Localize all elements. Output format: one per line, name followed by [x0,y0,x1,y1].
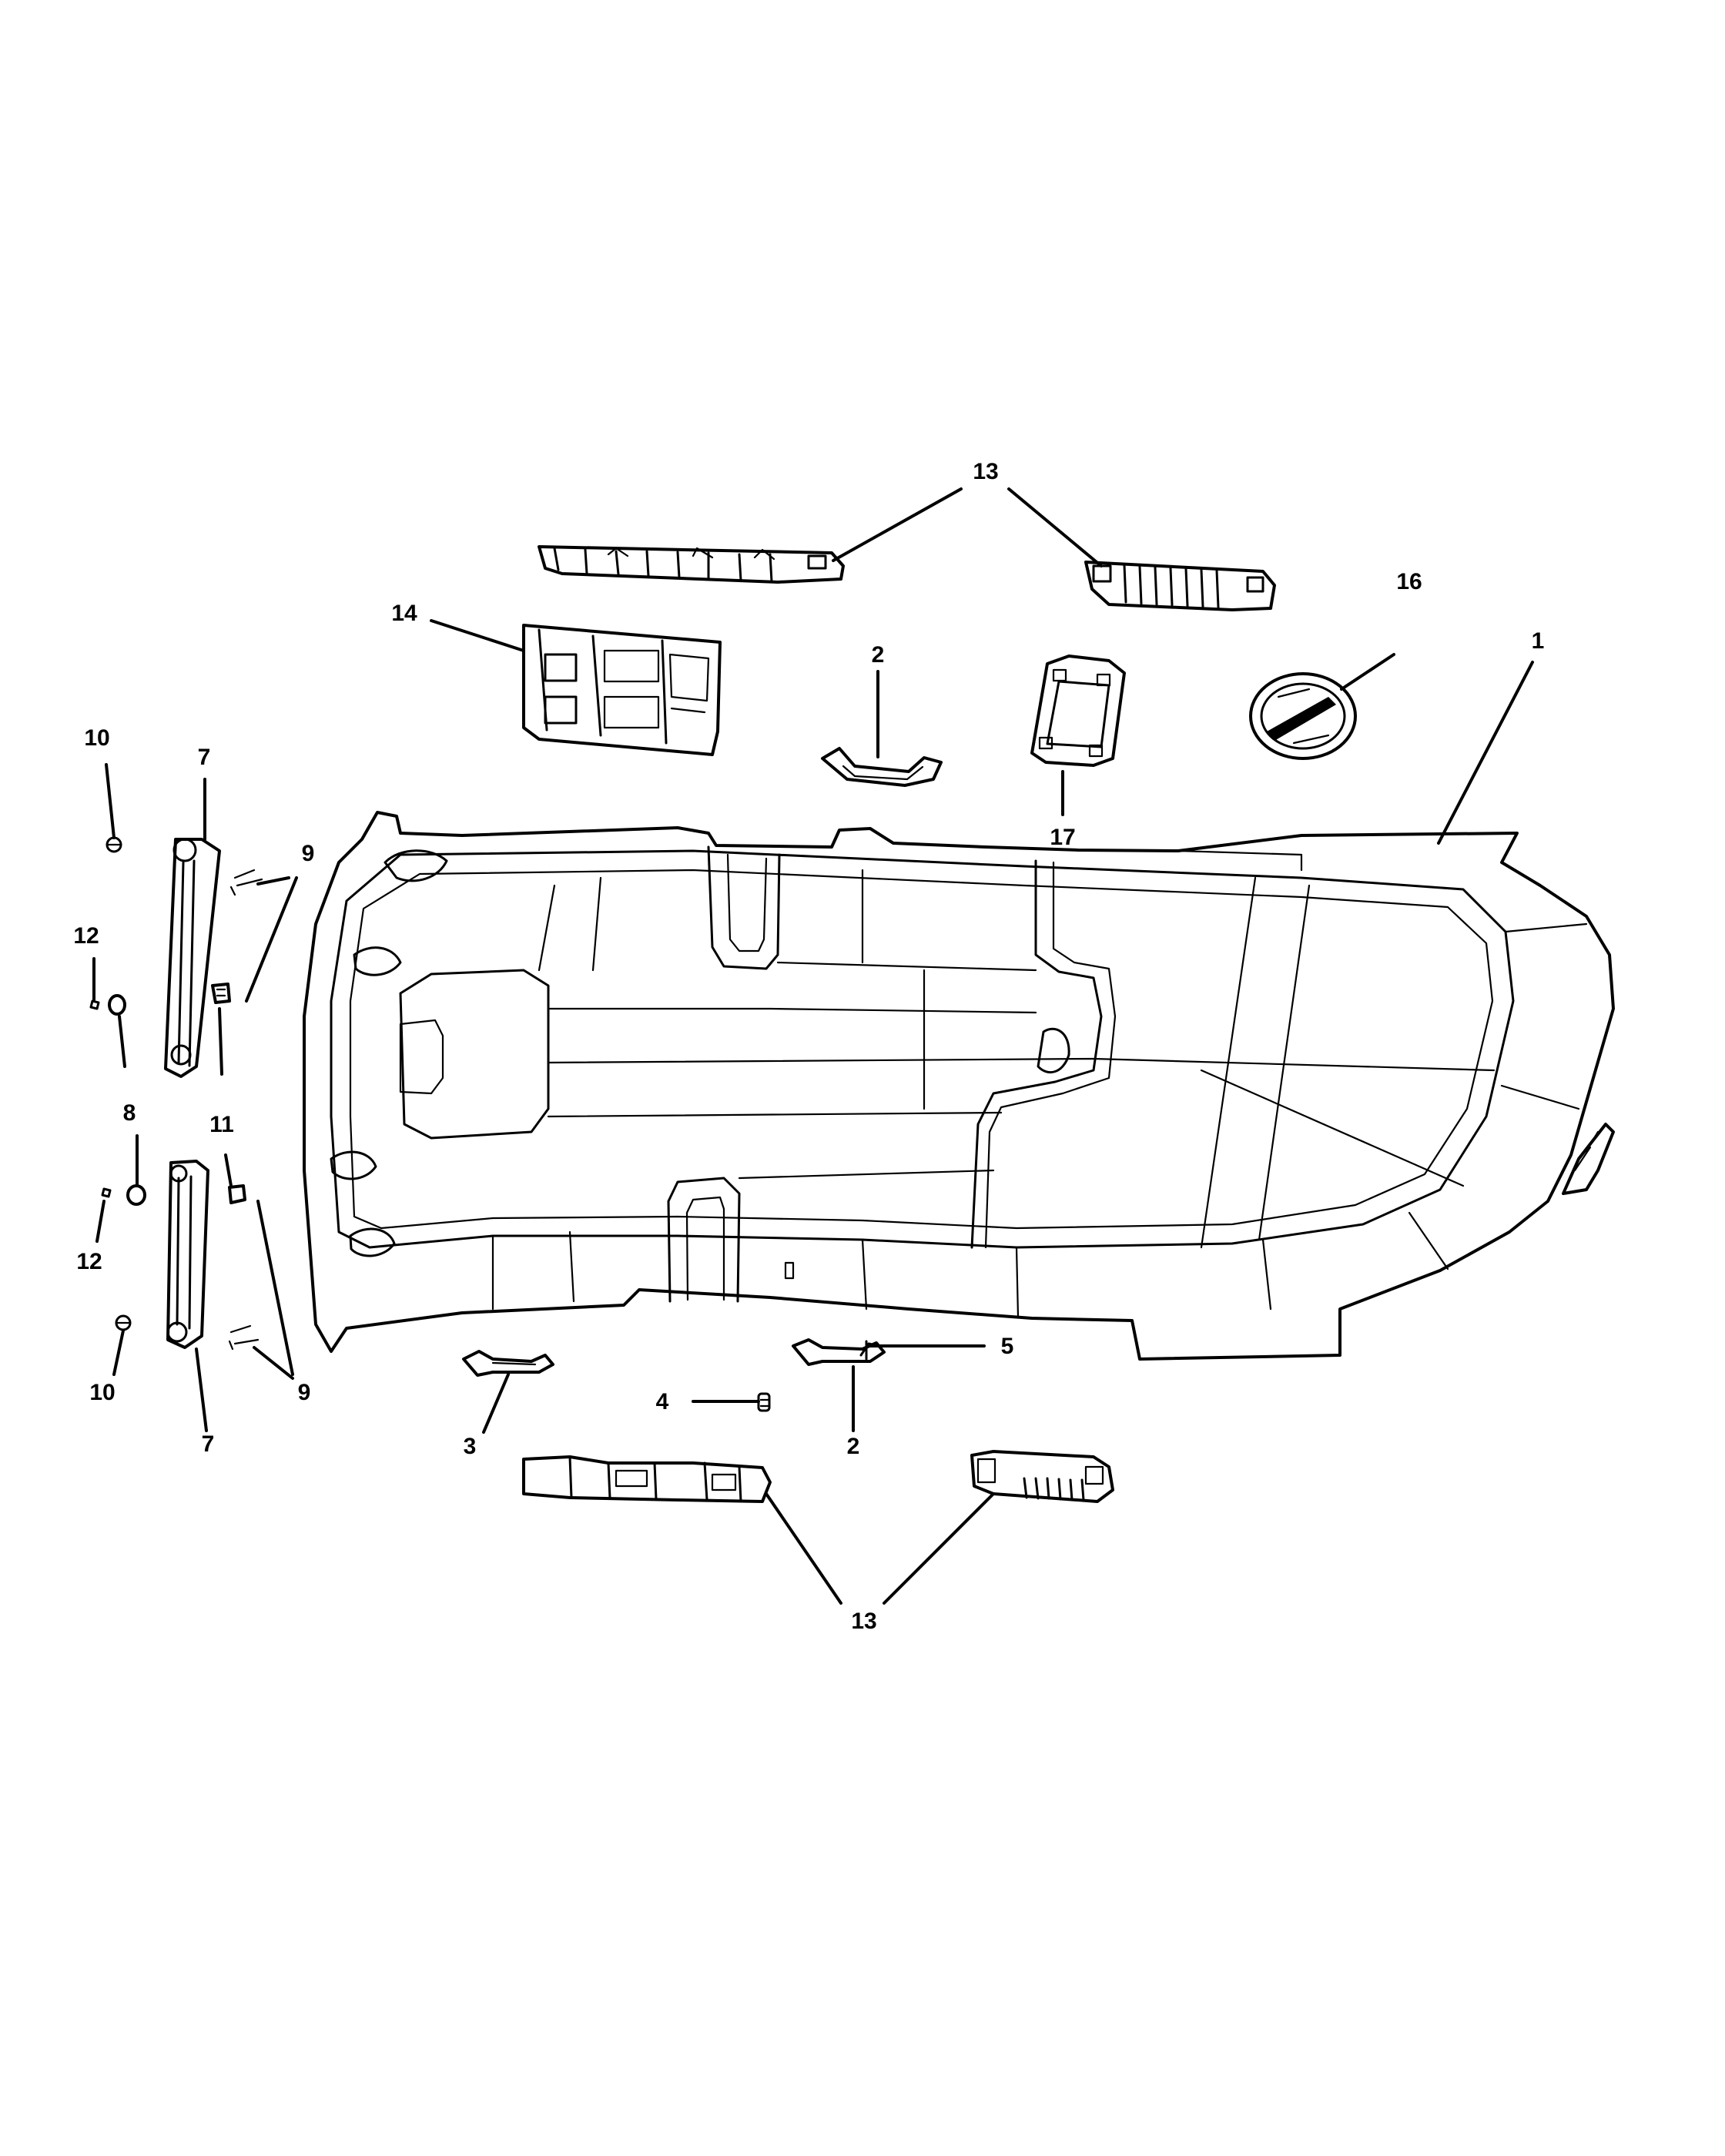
screw-10-lower [115,1314,132,1331]
grab-handle-upper [821,747,943,787]
visor-clip-lower [228,1184,246,1204]
screw-10-upper [106,836,122,853]
trim-rail-top-left [538,545,845,584]
screw-12-upper [89,999,100,1010]
leader-lines [92,487,1534,1605]
callout-17: 17 [1050,825,1075,850]
overhead-console [522,624,722,756]
screws-9-upper [229,869,263,896]
trim-rail-bottom-left [522,1455,772,1503]
callout-2-top: 2 [872,642,885,668]
callout-13-top: 13 [973,459,998,484]
pad-8-lower [126,1184,146,1206]
callout-labels: 13 14 2 16 1 17 10 7 9 12 8 11 12 10 9 7… [73,459,1544,1634]
callout-12-bottom: 12 [76,1249,102,1274]
screw-12-lower [101,1187,112,1198]
callout-2-bottom: 2 [847,1434,860,1459]
callout-11: 11 [209,1112,234,1137]
headliner-panel [303,811,1615,1361]
screws-9-lower [228,1324,260,1351]
callout-7-bottom: 7 [202,1431,215,1457]
rear-trim-piece [1562,1123,1615,1195]
callout-13-bottom: 13 [851,1609,876,1634]
grab-handle-3 [462,1350,554,1377]
sun-visor-lower [166,1160,209,1349]
callout-16: 16 [1396,569,1422,594]
trim-rail-bottom-right [970,1450,1114,1503]
callout-12-top: 12 [73,923,99,949]
visor-clip-upper [211,983,231,1004]
callout-3: 3 [464,1434,477,1459]
callout-10-top: 10 [84,725,109,751]
dome-lamp-frame [1030,654,1126,767]
callout-7-top: 7 [198,745,211,770]
callout-5: 5 [1001,1334,1014,1359]
round-lamp [1249,672,1357,760]
trim-rail-top-right [1084,561,1276,611]
callout-8: 8 [123,1100,136,1126]
callout-14: 14 [391,601,417,626]
callout-4: 4 [656,1389,669,1414]
callout-10-bottom: 10 [89,1380,115,1405]
callout-9-top: 9 [302,841,315,866]
callout-1: 1 [1532,628,1545,654]
clip-4 [757,1392,771,1412]
sun-visor-upper [164,838,221,1078]
pad-8-upper [108,994,126,1016]
callout-9-bottom: 9 [298,1380,311,1405]
